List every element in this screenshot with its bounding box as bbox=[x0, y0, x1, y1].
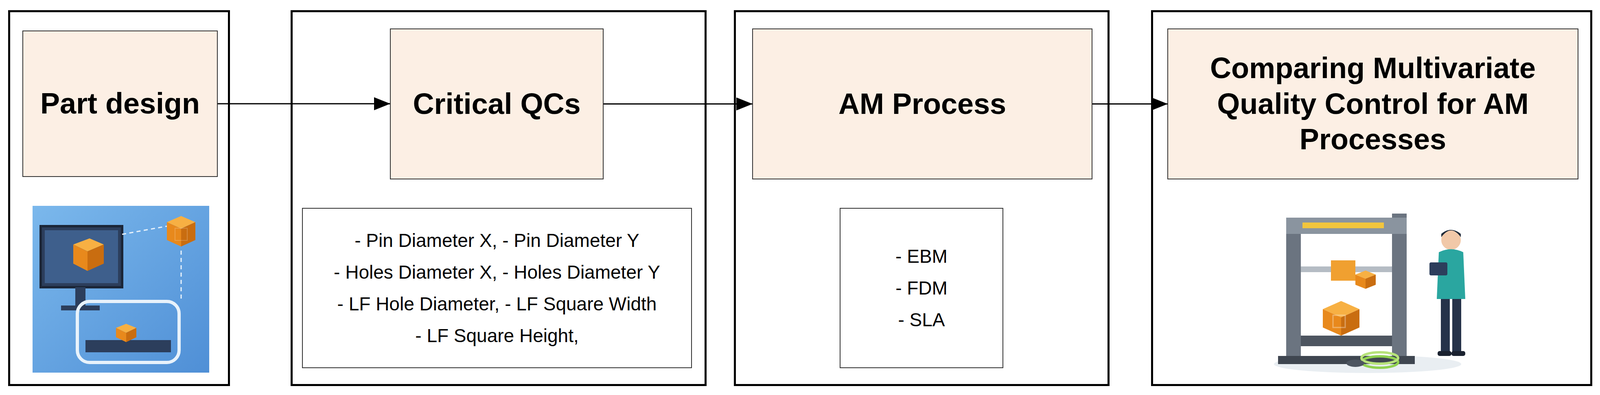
list-item: - Pin Diameter X, - Pin Diameter Y bbox=[354, 224, 640, 257]
list-box: - Pin Diameter X, - Pin Diameter Y- Hole… bbox=[302, 207, 692, 369]
box-label: AM Process bbox=[838, 86, 1007, 123]
box-label: Critical QCs bbox=[412, 86, 581, 123]
list-item: - Holes Diameter X, - Holes Diameter Y bbox=[333, 256, 661, 289]
flow-arrow bbox=[217, 103, 390, 105]
list-item: - LF Hole Diameter, - LF Square Width bbox=[337, 288, 657, 320]
list-item: - EBM bbox=[895, 240, 948, 273]
list-box: - EBM- FDM- SLA bbox=[839, 207, 1004, 369]
printer-illustration bbox=[1261, 201, 1506, 377]
flow-arrow bbox=[603, 103, 753, 105]
flow-arrow bbox=[1092, 103, 1168, 105]
process-box: AM Process bbox=[752, 28, 1093, 180]
process-box: Part design bbox=[22, 30, 218, 178]
process-box: Comparing Multivariate Quality Control f… bbox=[1167, 28, 1579, 180]
list-item: - SLA bbox=[897, 304, 945, 336]
list-item: - FDM bbox=[895, 272, 948, 305]
design-illustration bbox=[32, 205, 210, 373]
box-label: Comparing Multivariate Quality Control f… bbox=[1176, 50, 1570, 158]
process-box: Critical QCs bbox=[389, 28, 604, 180]
box-label: Part design bbox=[40, 85, 200, 122]
list-item: - LF Square Height, bbox=[415, 319, 579, 352]
